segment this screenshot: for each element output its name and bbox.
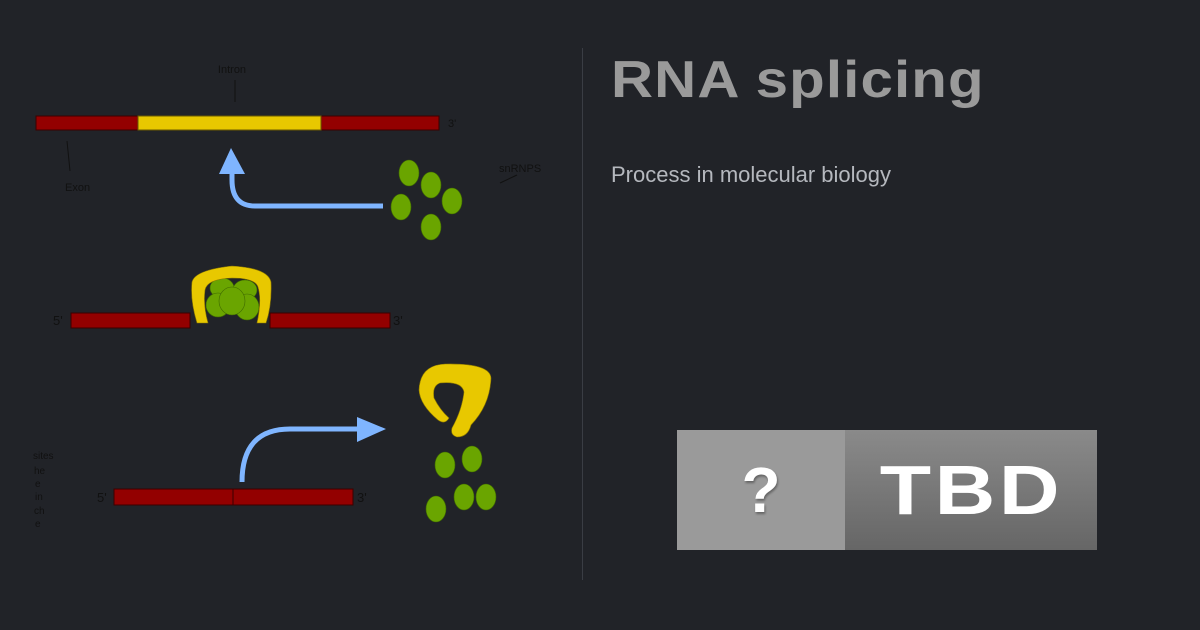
pre-mrna-strand [35, 115, 440, 131]
tbd-badge: ? TBD [677, 430, 1097, 550]
five-prime-label: 5' [97, 490, 107, 505]
exon-pointer [66, 140, 71, 172]
svg-text:in: in [35, 492, 43, 503]
released-snrnps [425, 445, 497, 523]
svg-text:e: e [35, 519, 41, 530]
three-prime-label: 3' [357, 490, 367, 505]
arrow-head-icon [219, 148, 245, 174]
tbd-label: TBD [845, 430, 1097, 550]
rna-splicing-diagram: Intron 3' Exon snRNPS 5' 3' 5' 3' sites … [33, 64, 541, 530]
svg-text:he: he [34, 466, 46, 477]
snrnps-pointer [499, 174, 518, 184]
exon-right [269, 312, 391, 329]
svg-text:sites: sites [33, 451, 54, 462]
three-prime-label: 3' [393, 313, 403, 328]
page-subtitle: Process in molecular biology [611, 162, 892, 187]
spliceosome [205, 277, 260, 321]
snrnp-cluster [390, 159, 463, 241]
released-lariat [418, 363, 492, 438]
cut-off-caption: sites he e in ch e [33, 451, 54, 530]
exon-left [70, 312, 191, 329]
exon-label: Exon [65, 182, 90, 194]
arrow-head-icon [357, 417, 386, 442]
arrow-icon [239, 426, 360, 483]
intron-lariat [191, 265, 272, 324]
intron-label: Intron [218, 64, 246, 76]
question-icon: ? [677, 430, 845, 550]
page-title: RNA splicing [611, 51, 985, 109]
three-prime-label: 3' [448, 118, 456, 130]
five-prime-label: 5' [53, 313, 63, 328]
snrnps-label: snRNPS [499, 163, 541, 175]
divider [582, 48, 583, 580]
svg-text:ch: ch [34, 506, 45, 517]
svg-text:e: e [35, 479, 41, 490]
arrow-icon [229, 170, 383, 209]
